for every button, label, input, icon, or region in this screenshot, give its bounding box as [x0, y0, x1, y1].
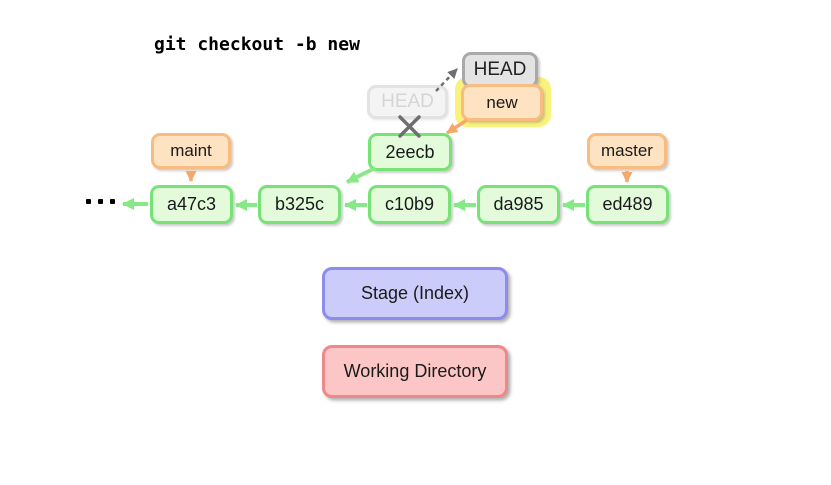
head-label: HEAD: [462, 52, 538, 88]
ellipsis-dot: [98, 199, 103, 204]
commit-node-ed489: ed489: [586, 185, 669, 224]
old-head-label: HEAD: [367, 85, 448, 119]
commit-node-da985: da985: [477, 185, 560, 224]
commit-arrow-2eecb-b325c: [346, 166, 376, 184]
commit-node-a47c3: a47c3: [150, 185, 233, 224]
commit-node-b325c: b325c: [258, 185, 341, 224]
branch-label-master: master: [587, 133, 667, 169]
history-ellipsis: [86, 199, 115, 204]
branch-label-maint: maint: [151, 133, 231, 169]
commit-node-c10b9: c10b9: [368, 185, 451, 224]
branch-label-new: new: [461, 84, 543, 121]
stage-index-box: Stage (Index): [322, 267, 508, 320]
ellipsis-dot: [110, 199, 115, 204]
command-title: git checkout -b new: [154, 34, 360, 55]
working-directory-box: Working Directory: [322, 345, 508, 398]
commit-node-2eecb: 2eecb: [368, 133, 452, 171]
ellipsis-dot: [86, 199, 91, 204]
